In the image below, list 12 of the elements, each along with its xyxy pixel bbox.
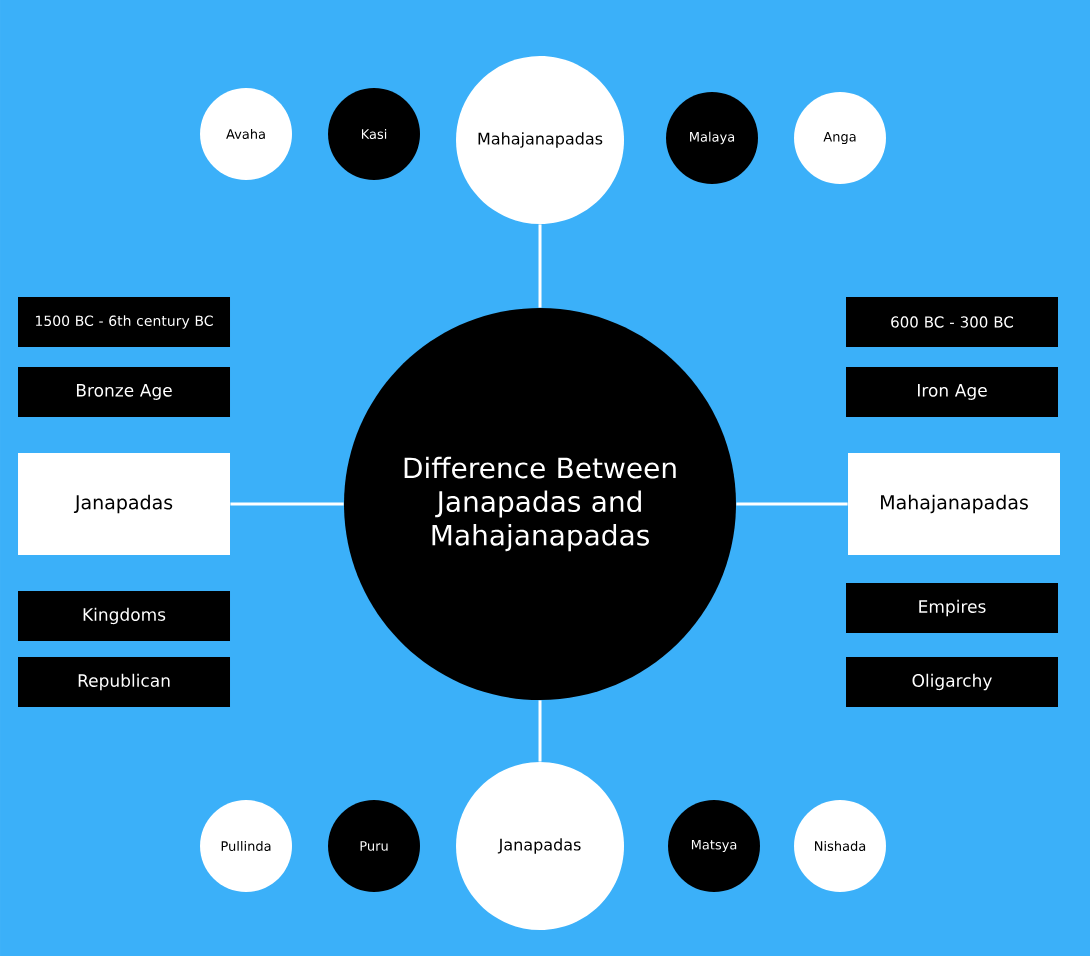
label-box: Empires: [846, 583, 1058, 633]
connector-line: [230, 502, 344, 506]
label-box: Republican: [18, 657, 230, 707]
connector-line: [736, 502, 848, 506]
connector-line: [538, 700, 542, 762]
heading-box: Janapadas: [18, 453, 230, 555]
connector-line: [538, 224, 542, 308]
label-box: Iron Age: [846, 367, 1058, 417]
heading-box: Mahajanapadas: [848, 453, 1060, 555]
label-box: Kingdoms: [18, 591, 230, 641]
label-box: Oligarchy: [846, 657, 1058, 707]
label-box: Bronze Age: [18, 367, 230, 417]
